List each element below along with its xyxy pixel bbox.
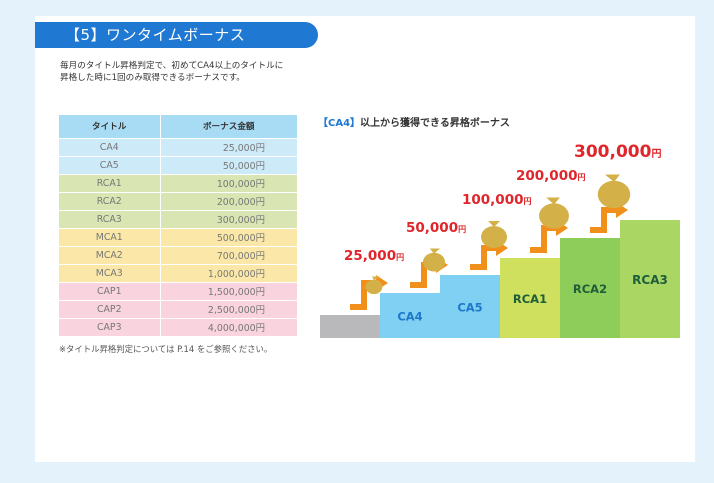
amount-cell: 1,000,000円 — [160, 263, 298, 282]
amount-cell: 500,000円 — [160, 227, 298, 246]
amount-cell: 100,000円 — [160, 173, 298, 192]
amount-cell: 200,000円 — [160, 191, 298, 210]
money-bag-icon — [597, 180, 631, 209]
bonus-unit: 円 — [578, 173, 586, 182]
intro-line-2: 昇格した時に1回のみ取得できるボーナスです。 — [60, 73, 245, 83]
title-cell: MCA3 — [59, 263, 161, 282]
title-cell: CAP3 — [59, 317, 161, 336]
title-cell: RCA3 — [59, 209, 161, 228]
bonus-unit: 円 — [458, 225, 466, 234]
step-arrow — [530, 225, 558, 253]
step-rca2 — [560, 238, 620, 338]
amount-cell: 300,000円 — [160, 209, 298, 228]
bonus-unit: 円 — [396, 253, 404, 262]
header-amount: ボーナス金額 — [160, 115, 298, 138]
bonus-value: 50,000 — [406, 220, 458, 236]
title-cell: MCA1 — [59, 227, 161, 246]
title-cell: CAP1 — [59, 281, 161, 300]
chart-title-highlight: 【CA4】 — [318, 118, 361, 129]
money-bag-knot — [372, 276, 380, 281]
money-bag-icon — [422, 252, 446, 272]
amount-cell: 1,500,000円 — [160, 281, 298, 300]
chart-title-rest: 以上から獲得できる昇格ボーナス — [360, 118, 510, 129]
bonus-unit: 円 — [524, 197, 532, 206]
bonus-amount: 300,000円 — [574, 142, 661, 162]
step-label: CA4 — [397, 310, 422, 324]
bonus-staircase: CA425,000円CA550,000円RCA1100,000円RCA2200,… — [320, 142, 680, 338]
title-cell: MCA2 — [59, 245, 161, 264]
step-ca4 — [380, 293, 440, 338]
money-bag-icon — [365, 279, 383, 295]
step-label: RCA3 — [632, 273, 668, 287]
intro-line-1: 毎月のタイトル昇格判定で、初めてCA4以上のタイトルに — [60, 61, 284, 71]
section-banner: 【5】ワンタイムボーナス — [35, 22, 318, 48]
bonus-value: 25,000 — [344, 248, 396, 264]
step-rca3 — [620, 220, 680, 338]
header-title: タイトル — [59, 115, 161, 138]
money-bag-knot — [546, 197, 560, 205]
bonus-amount: 100,000円 — [462, 192, 532, 208]
amount-cell: 2,500,000円 — [160, 299, 298, 318]
title-cell: RCA2 — [59, 191, 161, 210]
bonus-value: 300,000 — [574, 142, 652, 162]
chart-title: 【CA4】以上から獲得できる昇格ボーナス — [318, 114, 510, 129]
bonus-amount: 25,000円 — [344, 248, 404, 264]
money-bag-knot — [605, 174, 620, 182]
amount-cell: 700,000円 — [160, 245, 298, 264]
money-bag-knot — [488, 221, 500, 227]
money-bag-icon — [481, 226, 507, 248]
title-cell: RCA1 — [59, 173, 161, 192]
step-ca5 — [440, 275, 500, 338]
title-cell: CAP2 — [59, 299, 161, 318]
step-rca1 — [500, 258, 560, 338]
step-arrow — [590, 207, 618, 233]
amount-cell: 25,000円 — [160, 137, 298, 156]
intro-text: 毎月のタイトル昇格判定で、初めてCA4以上のタイトルに 昇格した時に1回のみ取得… — [60, 60, 350, 84]
money-bag-knot — [429, 248, 440, 254]
step-arrow — [470, 245, 498, 270]
reference-note: ※タイトル昇格判定については P.14 をご参照ください。 — [59, 344, 273, 354]
bonus-amount: 200,000円 — [516, 168, 586, 184]
base-step — [320, 315, 380, 338]
bonus-amount: 50,000円 — [406, 220, 466, 236]
step-label: RCA1 — [513, 292, 547, 306]
title-cell: CA4 — [59, 137, 161, 156]
bonus-unit: 円 — [651, 148, 661, 160]
money-bag-icon — [539, 203, 569, 229]
step-label: RCA2 — [573, 282, 607, 296]
title-cell: CA5 — [59, 155, 161, 174]
bonus-value: 200,000 — [516, 168, 578, 184]
amount-cell: 4,000,000円 — [160, 317, 298, 336]
bonus-value: 100,000 — [462, 192, 524, 208]
step-label: CA5 — [457, 301, 482, 315]
amount-cell: 50,000円 — [160, 155, 298, 174]
